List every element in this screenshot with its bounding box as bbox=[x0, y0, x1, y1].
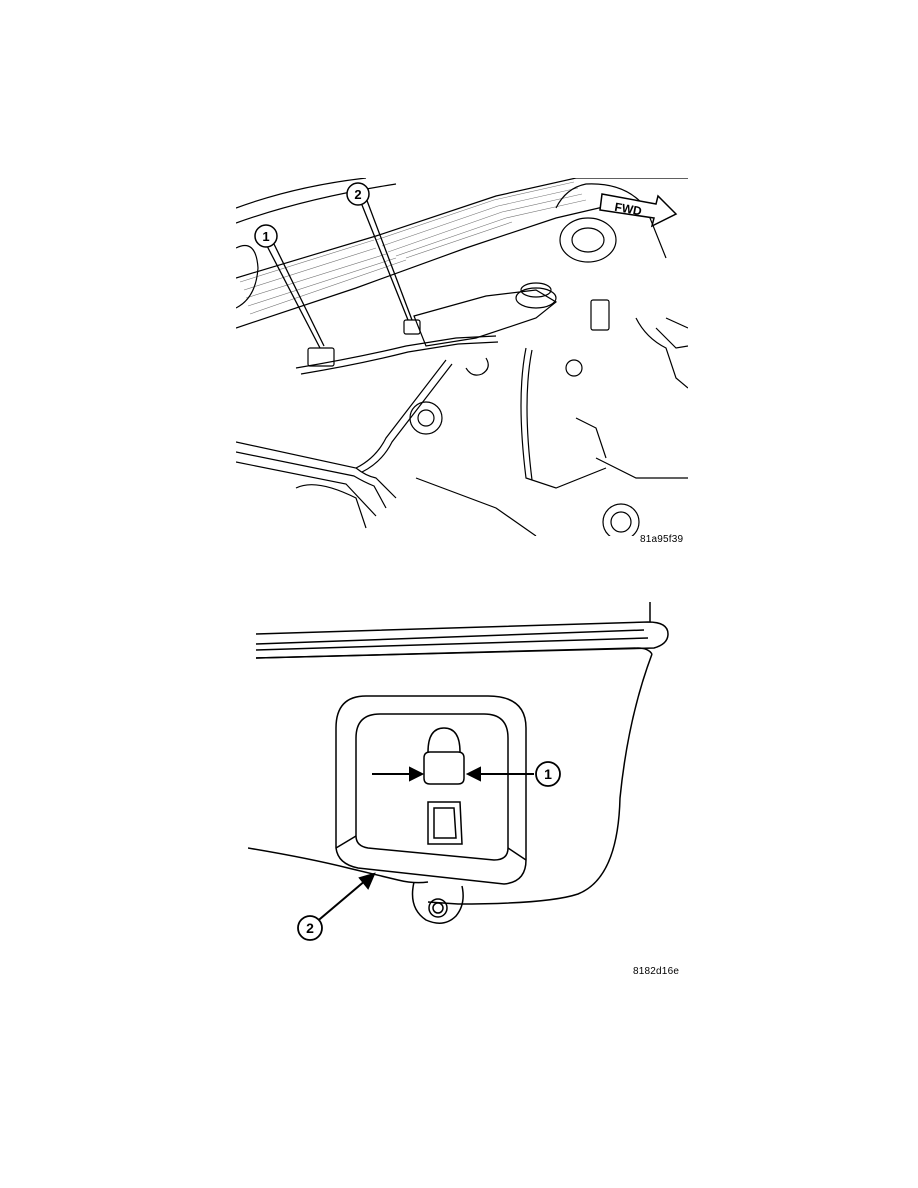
callout-2: 2 bbox=[297, 915, 323, 941]
callout-1: 1 bbox=[254, 224, 278, 248]
reservoir-detail-illustration: 1 2 bbox=[247, 602, 669, 941]
figure-id-label: 81a95f39 bbox=[640, 534, 684, 545]
callout-1-label: 1 bbox=[262, 229, 269, 244]
callout-2-label: 2 bbox=[306, 920, 314, 936]
fwd-label: FWD bbox=[614, 200, 644, 219]
engine-compartment-figure: 1 2 FWD bbox=[235, 177, 689, 541]
callout-1-label: 1 bbox=[544, 766, 552, 782]
callout-2-label: 2 bbox=[354, 187, 361, 202]
figure-id-label: 8182d16e bbox=[633, 966, 680, 977]
callout-2: 2 bbox=[346, 182, 370, 206]
engine-compartment-illustration: 1 2 FWD bbox=[235, 177, 689, 541]
reservoir-detail-figure: 1 2 bbox=[247, 598, 688, 948]
forward-arrow-icon: FWD bbox=[599, 193, 678, 228]
callout-1: 1 bbox=[535, 761, 561, 787]
